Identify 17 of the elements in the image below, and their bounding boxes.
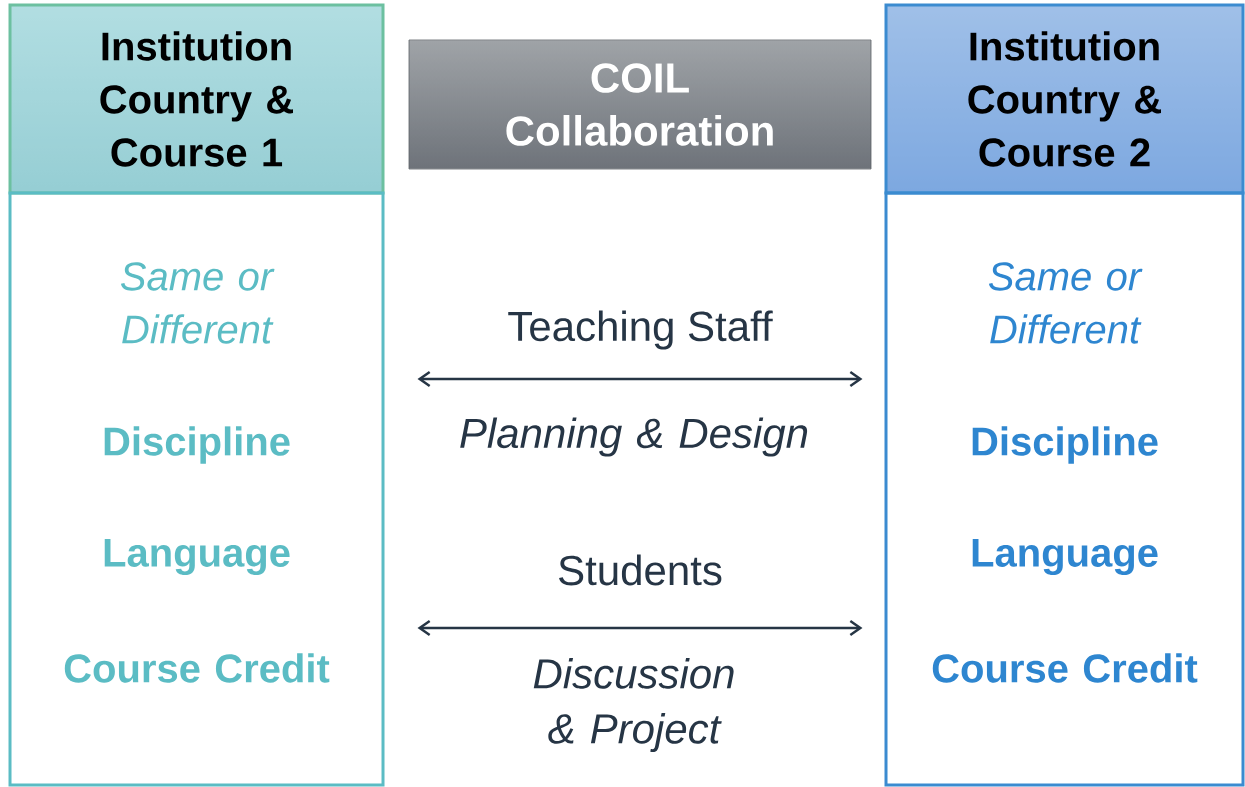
header-box: Institution Country & Course 1 [8,3,385,195]
double-arrow [417,619,863,637]
column-item: Course Credit [64,653,330,683]
column-item: Discipline [104,426,290,464]
italic-text: Planning & Design [460,417,808,457]
header-box: Institution Country & Course 2 [884,3,1245,195]
double-arrow [417,370,863,388]
column-item: Course Credit [932,653,1198,683]
italic-text: Discussion & Project [533,657,734,753]
column-item: Discipline [972,426,1158,464]
column-item: Language [972,539,1158,575]
edge-label: Students [559,554,722,586]
title-box: COIL Collaboration [408,39,872,170]
italic-text: Same or Different [988,262,1143,344]
edge-label: Teaching Staff [508,310,773,350]
italic-text: Same or Different [120,262,275,344]
column-item: Language [104,539,290,575]
